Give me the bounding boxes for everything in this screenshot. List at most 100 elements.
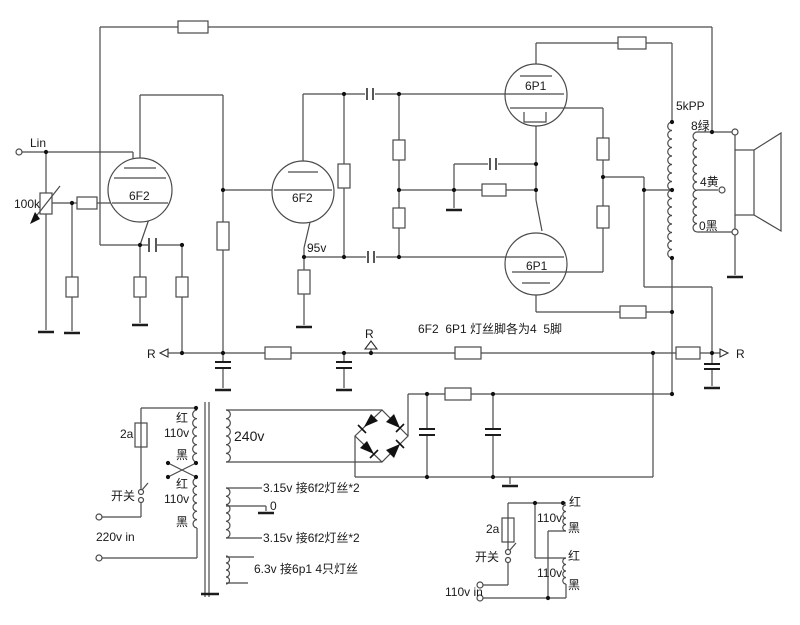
second-stage-wires xyxy=(302,93,505,325)
mains220-terminal-1 xyxy=(95,513,103,521)
alt-winding-2 xyxy=(562,557,567,585)
cathode-resistor-2 xyxy=(175,276,189,298)
filament-secondary-3v15 xyxy=(225,487,231,539)
mains220-terminal-2 xyxy=(95,554,103,562)
tube-6f2-1 xyxy=(107,157,173,223)
primary-winding-2 xyxy=(192,477,198,529)
psu-filter-cap-1 xyxy=(419,428,435,436)
speaker-terminal-8 xyxy=(731,128,739,136)
input-stage-wires xyxy=(22,94,274,353)
label-switch2: 开关 xyxy=(475,550,499,564)
grid-stopper-resistor xyxy=(76,196,98,210)
divider-resistor-1 xyxy=(337,163,351,189)
mains110-terminal-2 xyxy=(476,594,484,602)
label-filament-note: 6F2 6P1 灯丝脚各为4 5脚 xyxy=(418,321,562,336)
label-95v: 95v xyxy=(307,241,326,255)
label-filament-b: 3.15v 接6f2灯丝*2 xyxy=(263,530,360,545)
label-filament-c: 6.3v 接6p1 4只灯丝 xyxy=(254,561,358,576)
filament-secondary-6v3 xyxy=(225,555,231,585)
screen-resistor-1 xyxy=(596,137,610,161)
divider-resistor-2 xyxy=(392,139,406,161)
feedback-loop-wires xyxy=(99,26,713,245)
coupling-resistor xyxy=(481,183,507,197)
rail-arrow-right xyxy=(719,348,730,358)
label-pot-value: 100k xyxy=(14,197,41,211)
cathode-bypass-cap xyxy=(148,238,157,252)
label-fuse2: 2a xyxy=(486,522,500,536)
label-alt-black2: 黑 xyxy=(568,578,580,592)
power-switch-2 xyxy=(504,548,512,564)
label-primary-110v-1: 110v xyxy=(164,426,189,440)
tube-6p1-2 xyxy=(504,232,568,296)
psu-filter-cap-3 xyxy=(704,363,720,370)
bus-filter-cap-2 xyxy=(336,361,352,369)
label-switch1: 开关 xyxy=(111,489,135,503)
label-line-input: Lin xyxy=(30,136,46,150)
line-input-terminal xyxy=(15,148,23,156)
grid-leak-resistor-1 xyxy=(65,276,79,298)
screen-resistor-2 xyxy=(596,205,610,229)
label-primary-black1: 黑 xyxy=(176,448,188,462)
speaker-terminal-0 xyxy=(731,228,739,236)
coupling-cap-bottom xyxy=(367,251,375,263)
ground-icons xyxy=(38,208,743,515)
primary-winding-1 xyxy=(192,409,198,463)
label-mains220: 220v in xyxy=(96,530,135,544)
bus-resistor-3 xyxy=(675,346,701,360)
label-primary-110v-2: 110v xyxy=(164,492,189,506)
label-rail-left: R xyxy=(147,347,156,361)
alt-winding-1 xyxy=(562,504,567,532)
label-primary-red2: 红 xyxy=(176,476,188,491)
rail-arrow-up xyxy=(363,340,379,350)
label-tap-8ohm: 8绿 xyxy=(691,118,710,133)
label-tap-4ohm: 4黄 xyxy=(700,175,719,189)
volume-potentiometer xyxy=(30,185,61,224)
power-supply-wires xyxy=(226,258,673,484)
speaker-terminal-4 xyxy=(718,186,726,194)
label-output-transformer: 5kPP xyxy=(676,99,705,113)
cathode-resistor-3 xyxy=(297,269,311,295)
text-labels: Lin 100k 6F2 6F2 6P1 6P1 95v 5kPP 8绿 4黄 … xyxy=(14,79,745,599)
label-240v: 240v xyxy=(234,428,264,444)
cathode-resistor-1 xyxy=(133,276,147,298)
bridge-rectifier xyxy=(354,409,409,463)
fuse-1 xyxy=(134,422,148,448)
rail-arrow-left xyxy=(158,348,169,358)
plate-resistor-bottom xyxy=(619,305,647,319)
label-rail-mid: R xyxy=(365,327,374,341)
label-filament-a: 3.15v 接6f2灯丝*2 xyxy=(263,480,360,495)
label-alt-110v-1: 110v xyxy=(537,511,562,525)
label-tube3: 6P1 xyxy=(525,79,547,93)
label-alt-red1: 红 xyxy=(569,494,581,509)
grid-cap xyxy=(489,158,497,170)
divider-resistor-3 xyxy=(392,207,406,229)
label-tap-0ohm: 0黑 xyxy=(699,219,718,233)
output-transformer-wires xyxy=(644,131,736,275)
heater-bus-wires xyxy=(168,349,720,388)
filament-secondary-wires xyxy=(226,487,267,584)
label-alt-red2: 红 xyxy=(568,548,580,563)
label-tube4: 6P1 xyxy=(526,259,548,273)
label-mains110: 110v in xyxy=(445,585,483,599)
mains110-terminal-1 xyxy=(476,581,484,589)
bus-resistor-1 xyxy=(264,346,292,360)
transformer-core xyxy=(204,402,210,597)
tube-6p1-1 xyxy=(504,63,568,127)
filter-resistor xyxy=(444,387,472,401)
speaker-icon xyxy=(734,131,782,233)
label-filament-zero: 0 xyxy=(270,499,277,513)
power-switch-1 xyxy=(137,488,145,504)
fuse-2 xyxy=(501,517,515,543)
mains-primary-wires xyxy=(102,407,198,559)
psu-filter-cap-2 xyxy=(485,428,501,436)
feedback-resistor xyxy=(177,20,209,34)
rail-arrows xyxy=(158,340,730,358)
label-primary-red1: 红 xyxy=(176,410,188,425)
resistors xyxy=(65,20,701,401)
grid-leak-resistor-2 xyxy=(216,221,230,251)
label-tube2: 6F2 xyxy=(292,191,313,205)
alt-110v-transformer xyxy=(562,504,567,585)
capacitors xyxy=(148,88,720,436)
tube-6f2-2 xyxy=(271,160,335,224)
